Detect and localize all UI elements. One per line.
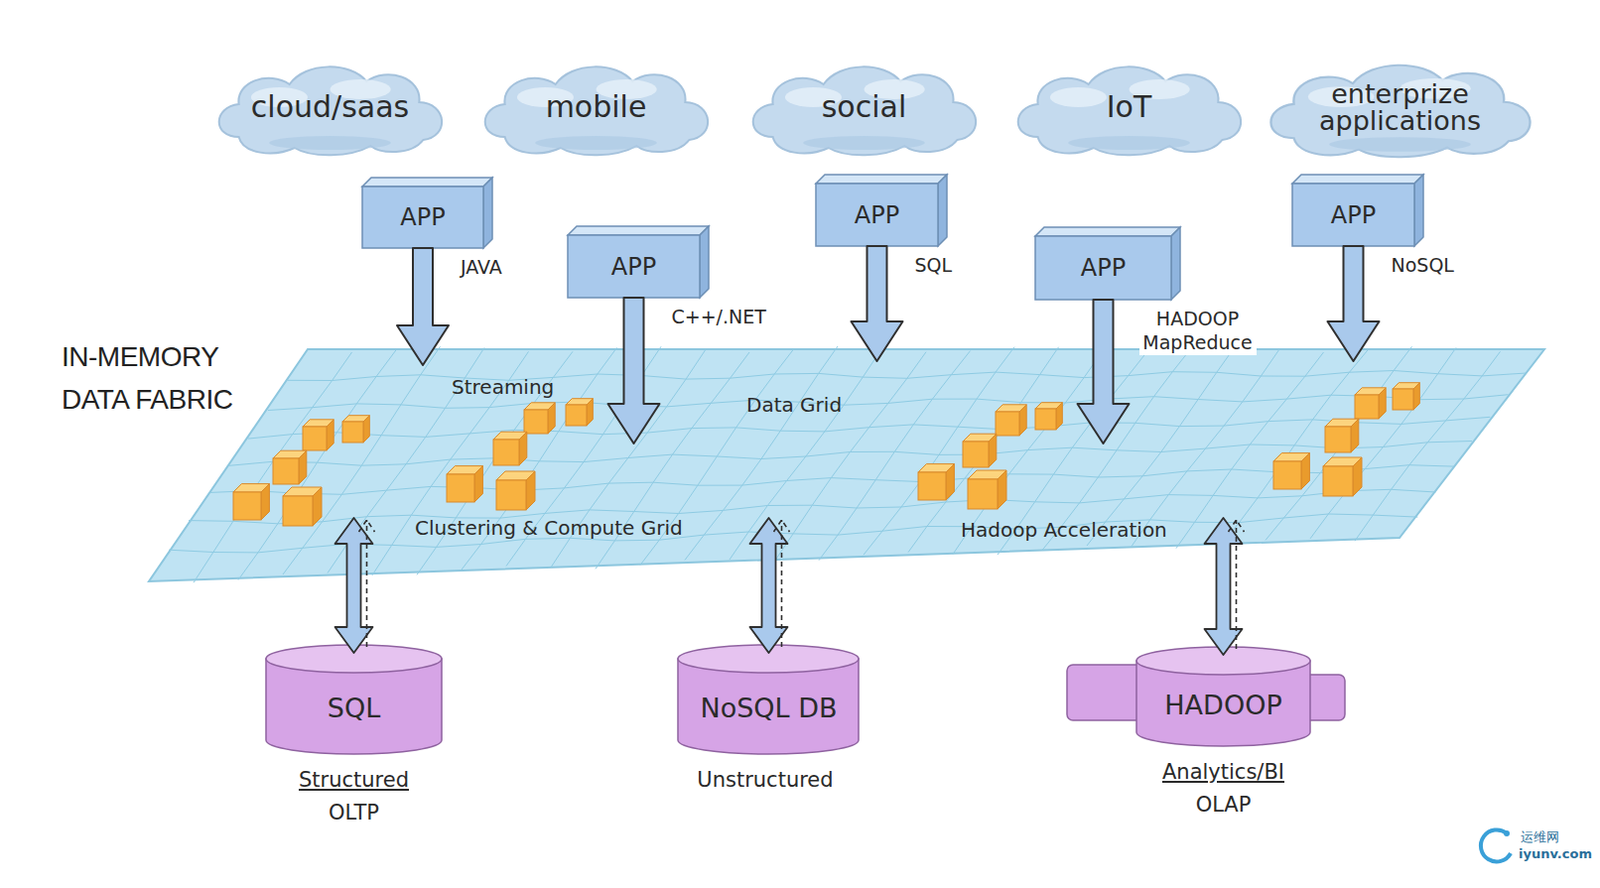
database-label: HADOOP [1154,691,1292,719]
db-node: SQLStructuredOLTP [266,645,442,755]
flow-arrow [397,248,449,366]
section-heading: IN-MEMORY DATA FABRIC [61,335,251,422]
data-cube [1392,383,1420,410]
cloud-node: enterprize applications [1258,55,1542,159]
app-node: APP [362,186,484,249]
flow-arrow [851,246,904,362]
edge-label: HADOOP MapReduce [1139,307,1257,356]
data-cube [1035,402,1063,430]
fabric-node: IN-MEMORY DATA FABRIC StreamingData GridC… [54,327,1549,591]
flow-arrow [1077,299,1130,444]
cloud-node: mobile [474,57,718,157]
data-cube [272,450,307,485]
data-cube [918,464,954,501]
watermark-logo [1476,825,1517,866]
region-label: Hadoop Acceleration [960,518,1168,542]
data-cube [1273,453,1310,490]
app-node: APP [815,183,938,247]
data-cube [1323,457,1362,497]
data-cube [233,484,269,521]
database-caption: OLTP [328,800,380,825]
flow-arrow [750,518,791,654]
cloud-label: IoT [1096,92,1163,123]
data-cube [282,487,322,527]
database-label: NoSQL DB [689,694,847,722]
database-caption: Structured [298,768,409,793]
data-cube [1354,388,1386,419]
edge-label: JAVA [458,256,505,280]
region-label: Streaming [451,375,554,400]
flow-arrow [335,518,376,654]
app-label: APP [390,205,455,230]
cloud-label: enterprize applications [1283,80,1517,134]
database-caption: Unstructured [696,768,833,793]
app-label: APP [1321,203,1386,228]
app-node: APP [1292,183,1415,247]
data-cube [995,404,1027,436]
app-label: APP [844,203,910,228]
region-label: Clustering & Compute Grid [414,516,683,540]
data-cube [962,433,997,468]
watermark-text: 运维网 [1520,828,1560,847]
data-cube [524,402,555,434]
data-cube [496,471,535,511]
database-caption: Analytics/BI [1162,760,1285,785]
app-node: APP [1035,236,1172,300]
data-cube [565,399,593,426]
db-node: NoSQL DBUnstructured [677,645,859,755]
data-cube [302,419,334,451]
edge-label: C++/.NET [669,305,769,330]
watermark-text: iyunv.com [1518,846,1593,862]
data-cube [1325,418,1359,453]
cloud-label: mobile [535,92,658,123]
edge-label: NoSQL [1389,254,1457,278]
cloud-node: social [742,57,986,157]
data-cube [967,470,1007,510]
data-cube [446,466,483,503]
flow-arrow [1204,518,1245,656]
cloud-node: cloud/saas [208,57,452,157]
database-label: SQL [317,694,391,722]
cloud-label: cloud/saas [241,92,419,123]
cloud-label: social [811,92,918,123]
app-node: APP [567,235,700,298]
app-label: APP [601,255,667,279]
app-label: APP [1070,256,1136,280]
flow-arrow [608,297,661,444]
db-node: HADOOPAnalytics/BIOLAP [1136,647,1311,747]
edge-label: SQL [913,254,955,278]
region-label: Data Grid [746,393,842,417]
cloud-node: IoT [1007,57,1251,157]
fabric-sheet [54,327,1549,591]
database-caption: OLAP [1196,793,1252,817]
flow-arrow [1328,246,1380,362]
data-cube [342,415,370,443]
data-cube [493,431,528,466]
